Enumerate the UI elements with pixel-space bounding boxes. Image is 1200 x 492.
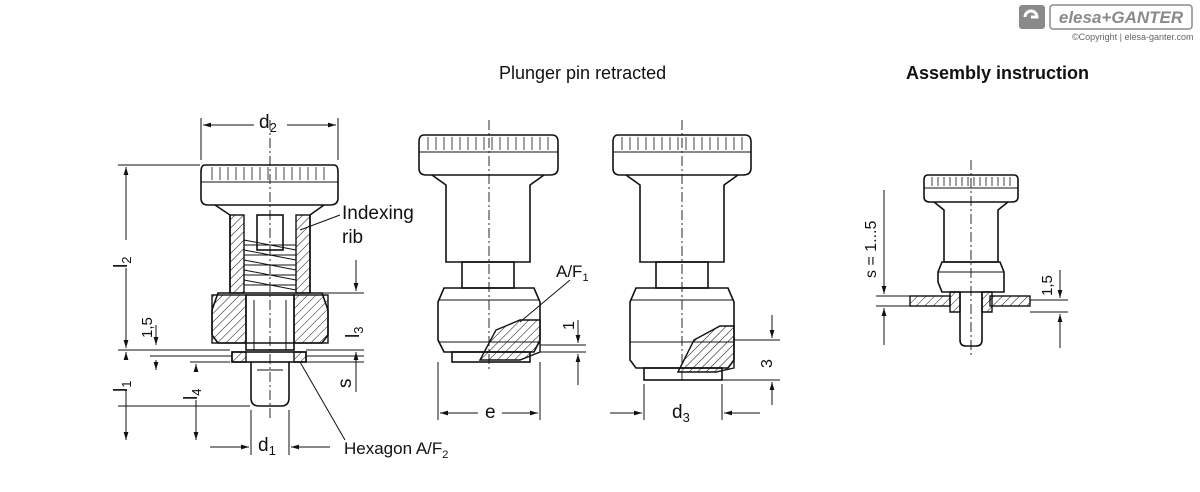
dim-l2: l2 xyxy=(111,256,134,268)
title-assembly-instruction: Assembly instruction xyxy=(906,63,1090,83)
dim-d3: d3 xyxy=(672,402,690,425)
dim-e: e xyxy=(485,402,496,423)
dim-l4: l4 xyxy=(181,388,204,400)
label-hexagon-af2: Hexagon A/F2 xyxy=(344,439,449,461)
dim-s-range: s = 1...5 xyxy=(863,220,880,278)
retracted-view-2 xyxy=(610,120,780,420)
dim-d1: d1 xyxy=(258,435,276,458)
dim-s: s xyxy=(335,378,356,389)
dim-1: 1 xyxy=(561,321,578,330)
logo-text: elesa+GANTER xyxy=(1059,8,1184,27)
dim-3: 3 xyxy=(759,359,776,368)
title-plunger-retracted: Plunger pin retracted xyxy=(499,63,667,83)
dim-d2: d2 xyxy=(259,112,277,135)
retracted-view-1 xyxy=(418,120,586,420)
dim-1-5-right: 1,5 xyxy=(1039,275,1056,296)
dim-l3: l3 xyxy=(343,326,366,338)
copyright-text: ©Copyright | elesa-ganter.com xyxy=(1072,32,1194,42)
dim-l1: l1 xyxy=(111,380,134,392)
elesa-ganter-logo: elesa+GANTER xyxy=(1019,4,1193,30)
label-rib: rib xyxy=(342,227,364,248)
assembly-view xyxy=(876,160,1068,355)
label-indexing: Indexing xyxy=(342,203,414,224)
label-af1: A/F1 xyxy=(556,262,589,284)
left-sectional-view xyxy=(118,118,364,455)
dim-1-5-left: 1,5 xyxy=(139,317,156,338)
